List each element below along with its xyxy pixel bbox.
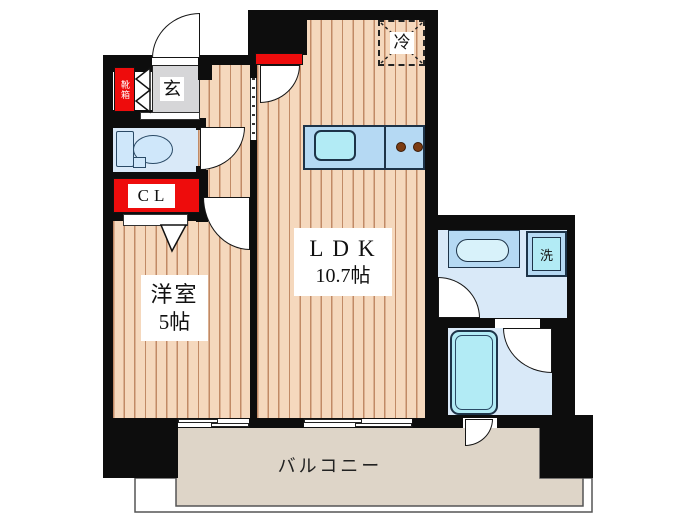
- washer-label: 洗: [539, 247, 553, 263]
- closet-label: CL: [128, 184, 175, 208]
- western-room-label: 洋室: [150, 282, 199, 308]
- western-room-size-label: 5帖: [158, 309, 191, 334]
- ldk-size-label: 10.7帖: [315, 264, 371, 287]
- wall-hall-ldk: [250, 55, 257, 418]
- wall-bath-right: [552, 318, 575, 418]
- genkan-step: [140, 112, 200, 120]
- wall-toilet-right-a: [196, 118, 206, 130]
- bath-door-gap: [495, 319, 540, 328]
- wall-toilet-bottom: [113, 172, 200, 178]
- shoe-bifold-door-icon: [134, 66, 151, 114]
- closet-door-bar: [123, 214, 188, 226]
- ldk-label: LDK: [309, 236, 384, 262]
- wall-ldk-right: [425, 10, 438, 418]
- stove-burner-icon: [413, 142, 423, 152]
- bathtub-inner-line: [455, 335, 493, 410]
- wall-washroom-top: [425, 215, 575, 230]
- wall-top-genkan-right: [198, 55, 250, 65]
- pillar-bottom-right: [540, 415, 593, 478]
- shoe-cabinet: 靴箱: [114, 67, 135, 112]
- window-panel: [178, 419, 218, 423]
- wall-genkan-stub: [198, 55, 212, 80]
- stove-burner-icon: [396, 142, 406, 152]
- wall-washroom-right: [567, 215, 575, 322]
- wall-shoe-bottom: [113, 110, 152, 118]
- balcony-label: バルコニー: [277, 456, 383, 476]
- refrigerator-label: 冷: [390, 32, 414, 54]
- wall-bottom: [103, 418, 440, 428]
- wall-ldk-corner-block: [248, 10, 307, 55]
- wall-left: [103, 55, 113, 418]
- ldk-label-patch: LDK 10.7帖: [294, 228, 392, 296]
- window-panel: [355, 423, 412, 427]
- refrigerator-space: [378, 20, 425, 66]
- wall-top-ldk: [248, 10, 433, 20]
- western-room-label-patch: 洋室 5帖: [141, 275, 208, 341]
- wall-bath-left: [438, 318, 448, 418]
- wall-toilet-top: [113, 118, 200, 128]
- ldk-door-lintel: [255, 53, 303, 65]
- wall-top-genkan-left: [103, 55, 152, 65]
- kitchen-counter-divider: [384, 126, 386, 169]
- closet-door-leaf-icon: [159, 224, 188, 253]
- vanity-sink-icon: [456, 239, 509, 262]
- bathtub-icon: [450, 330, 498, 415]
- hall-ldk-opening: [250, 78, 257, 140]
- toilet-control-icon: [133, 157, 146, 168]
- toilet-tank-icon: [116, 131, 134, 167]
- kitchen-sink-icon: [314, 130, 356, 161]
- pillar-bottom-left: [103, 418, 178, 478]
- shoe-cabinet-label: 靴箱: [120, 79, 130, 100]
- window-panel: [211, 423, 249, 427]
- window-panel: [304, 419, 362, 423]
- washing-machine-inner: 洗: [532, 237, 561, 271]
- genkan-label: 玄: [160, 77, 184, 101]
